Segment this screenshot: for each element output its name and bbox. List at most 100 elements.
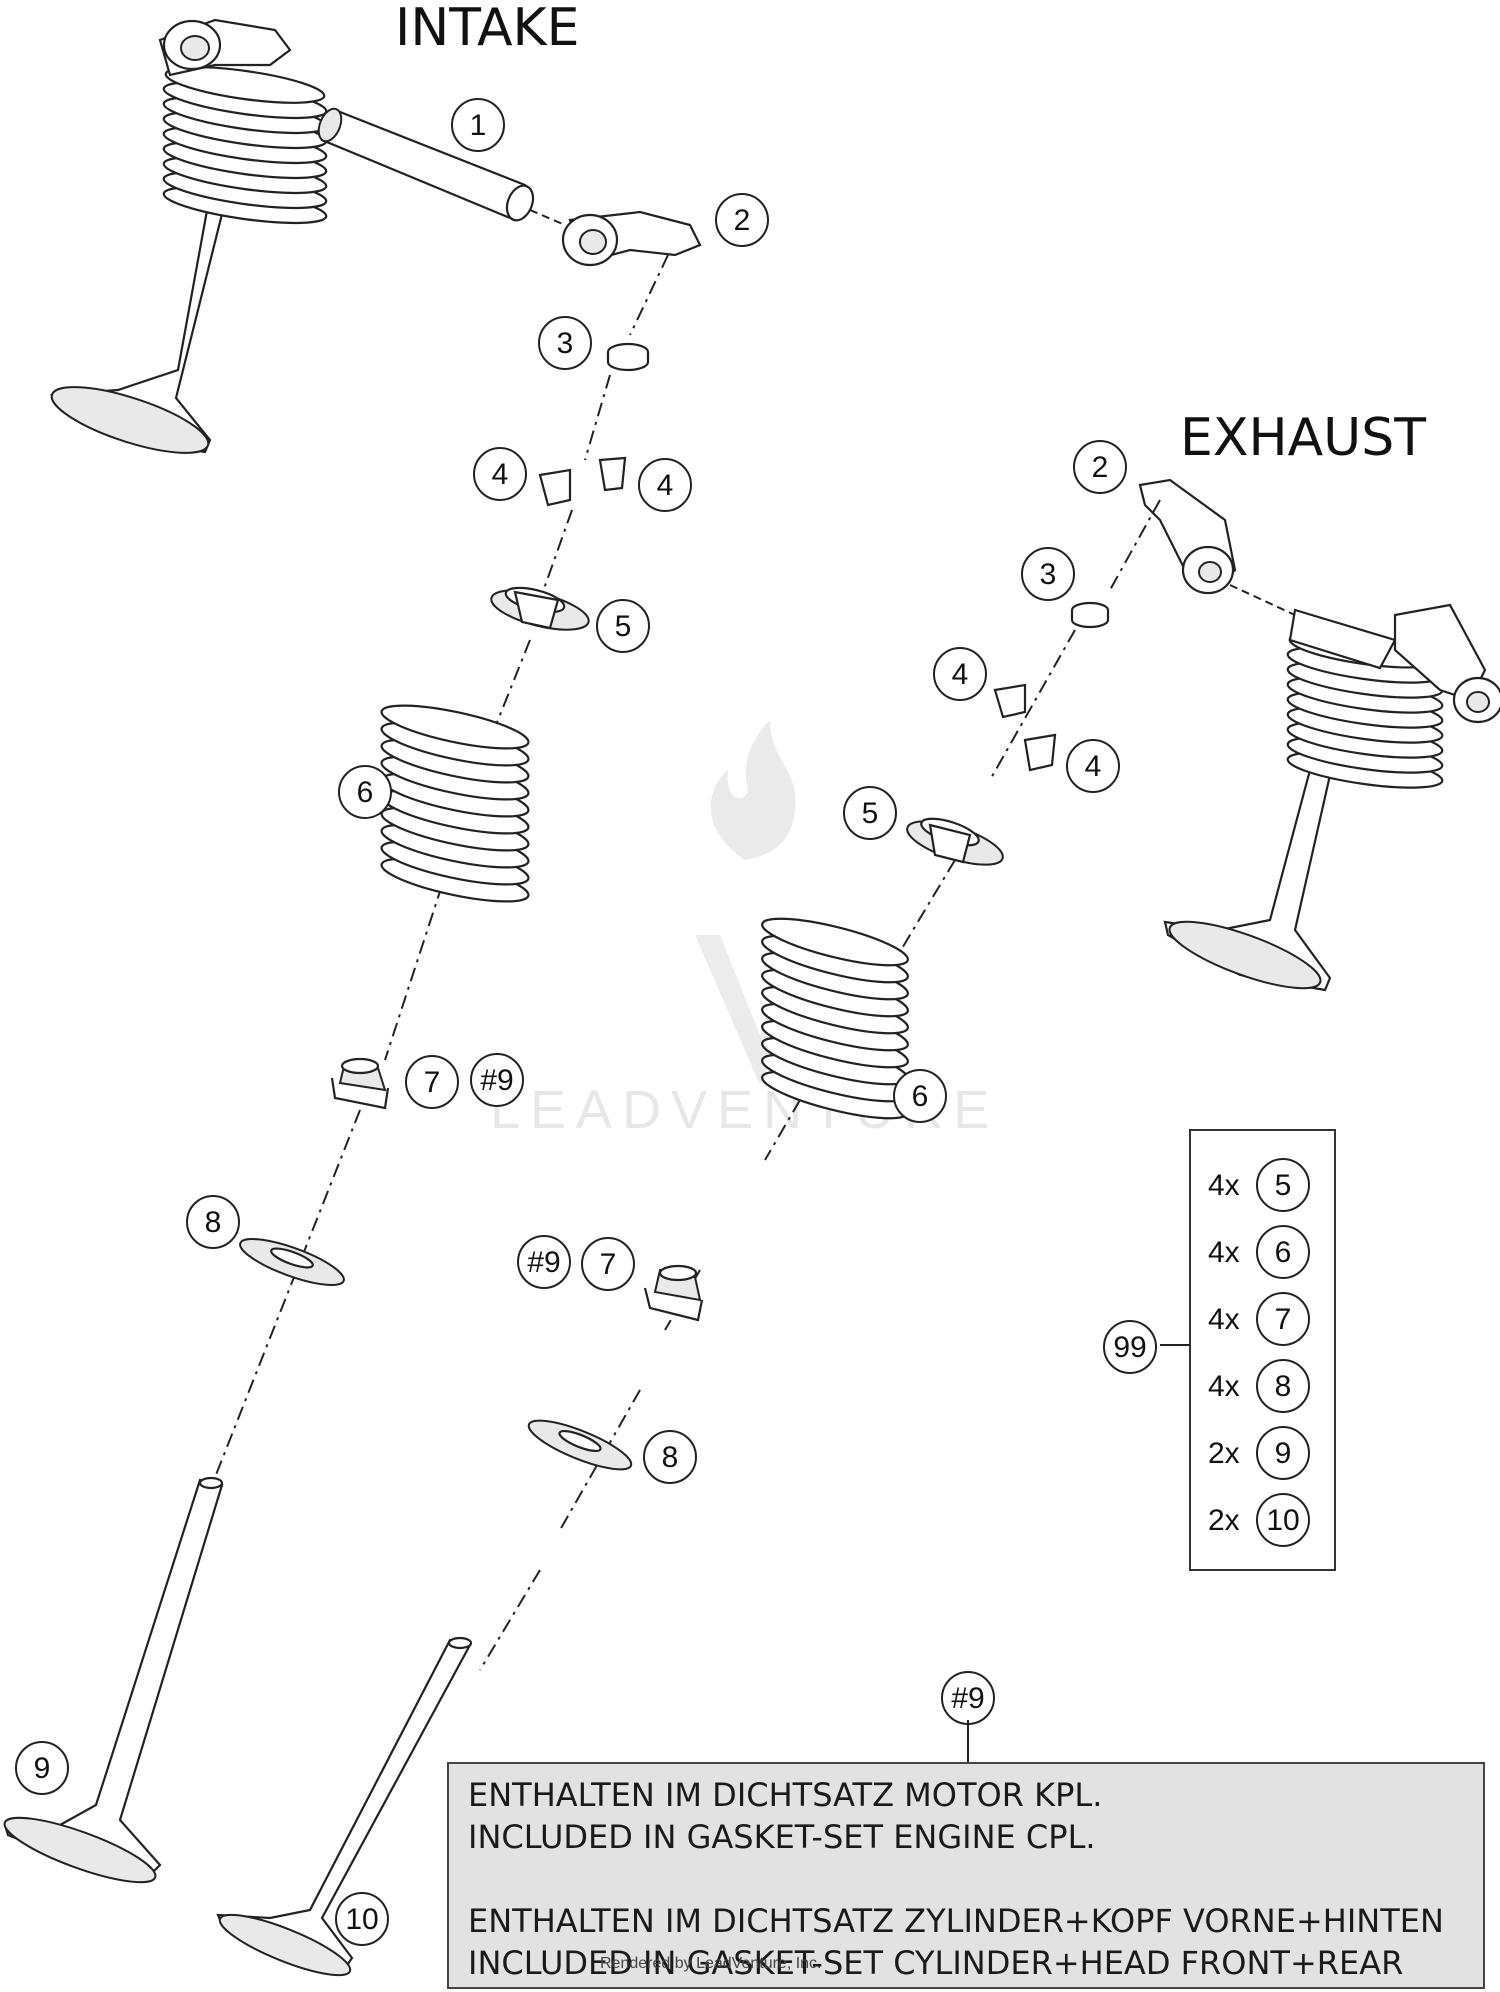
callout-circle: [893, 1069, 947, 1123]
callout-circle: [538, 316, 592, 370]
callout-exhaust-2: 2: [1073, 440, 1127, 494]
callout-label: #9: [480, 1064, 513, 1097]
callout-intake-1: 1: [451, 98, 505, 152]
kit-quantity: 2x: [1208, 1504, 1240, 1537]
callout-circle: [470, 1053, 524, 1107]
render-credit: Rendered by LeadVenture, Inc.: [600, 1955, 822, 1972]
callout-intake-7: 7: [405, 1055, 459, 1109]
callout-exhaust-10: 10: [335, 1892, 389, 1946]
callout-exhaust-6: 6: [893, 1069, 947, 1123]
intake-assembled-spring: [162, 66, 328, 225]
kit-part-circle: [1256, 1158, 1310, 1212]
note-line-4: INCLUDED IN GASKET-SET CYLINDER+HEAD FRO…: [468, 1944, 1403, 1982]
intake-valve: [3, 1476, 224, 1884]
kit-part-circle: [1256, 1225, 1310, 1279]
callout-label: 3: [557, 327, 574, 360]
exhaust-valve-stem-seal-shim: [1070, 601, 1110, 629]
callout-label: 6: [357, 776, 374, 809]
intake-spring-retainer: [490, 586, 590, 631]
rocker-shaft: [317, 107, 535, 222]
callout-circle: [643, 1430, 697, 1484]
kit-row: 2x 9: [1208, 1426, 1310, 1480]
callout-circle: [15, 1741, 69, 1795]
kit-part-number: 7: [1275, 1303, 1292, 1336]
note-line-3: ENTHALTEN IM DICHTSATZ ZYLINDER+KOPF VOR…: [468, 1902, 1444, 1940]
callout-circle: [933, 647, 987, 701]
callout-circle: [843, 786, 897, 840]
callout-circle: [715, 193, 769, 247]
callout-label: 3: [1040, 558, 1057, 591]
callout-intake-5: 5: [596, 599, 650, 653]
callout-intake-4b: 4: [638, 458, 692, 512]
callout-label: 99: [1113, 1331, 1146, 1364]
intake-valve-keepers: [538, 456, 627, 507]
callout-exhaust-3: 3: [1021, 547, 1075, 601]
callout-label: 10: [345, 1903, 378, 1936]
intake-centerline: [209, 254, 669, 1491]
exhaust-valve-spring: [761, 917, 909, 1120]
callout-exhaust-8: 8: [643, 1430, 697, 1484]
callout-intake-9: 9: [15, 1741, 69, 1795]
callout-circle: [638, 458, 692, 512]
callout-label: #9: [951, 1682, 984, 1715]
intake-assembled-valve: [50, 18, 328, 454]
note-line-1: ENTHALTEN IM DICHTSATZ MOTOR KPL.: [468, 1776, 1102, 1814]
kit-row: 4x 7: [1208, 1292, 1310, 1346]
gasket-set-note: ENTHALTEN IM DICHTSATZ MOTOR KPL. INCLUD…: [447, 1720, 1485, 1989]
callout-exhaust-4a: 4: [933, 647, 987, 701]
exhaust-title: EXHAUST: [1180, 408, 1426, 468]
callout-circle: [596, 599, 650, 653]
kit-quantity: 4x: [1208, 1169, 1240, 1202]
exhaust-rocker-arm: [1138, 478, 1237, 595]
callout-circle: [473, 447, 527, 501]
callout-label: 8: [662, 1441, 679, 1474]
callout-circle: [1073, 440, 1127, 494]
kit-part-circle: [1256, 1292, 1310, 1346]
callout-intake-7-ref: #9: [470, 1053, 524, 1107]
exhaust-spring-retainer: [906, 817, 1004, 866]
callout-label: #9: [527, 1246, 560, 1279]
kit-part-circle: [1256, 1359, 1310, 1413]
kit-quantity: 2x: [1208, 1437, 1240, 1470]
callout-exhaust-4b: 4: [1066, 739, 1120, 793]
callout-intake-3: 3: [538, 316, 592, 370]
kit-part-circle: [1256, 1493, 1310, 1547]
callout-circle: [451, 98, 505, 152]
callout-circle: [517, 1235, 571, 1289]
kit-row: 4x 5: [1208, 1158, 1310, 1212]
callout-circle: [338, 765, 392, 819]
callout-label: 9: [34, 1752, 51, 1785]
callout-label: 1: [470, 109, 487, 142]
kit-part-number: 6: [1275, 1236, 1292, 1269]
flame-logo-icon: [710, 720, 796, 860]
exhaust-valve-stem-seal: [643, 1264, 704, 1322]
callout-label: 7: [424, 1066, 441, 1099]
kit-part-number: 9: [1275, 1437, 1292, 1470]
callout-circle: [186, 1195, 240, 1249]
kit-part-number: 8: [1275, 1370, 1292, 1403]
intake-spring-seat-washer: [239, 1238, 345, 1286]
callout-circle: [1103, 1320, 1157, 1374]
exhaust-assembled-valve: [1163, 603, 1500, 992]
callout-exhaust-5: 5: [843, 786, 897, 840]
intake-valve-stem-seal-shim: [606, 342, 650, 372]
callout-label: 5: [862, 797, 879, 830]
note-line-2: INCLUDED IN GASKET-SET ENGINE CPL.: [468, 1818, 1096, 1856]
callout-label: 2: [1092, 451, 1109, 484]
callout-intake-2: 2: [715, 193, 769, 247]
exhaust-valve-keepers: [993, 683, 1057, 772]
intake-valve-spring: [380, 704, 530, 903]
kit-part-number: 5: [1275, 1169, 1292, 1202]
exhaust-spring-seat-washer: [527, 1419, 633, 1471]
callout-circle: [1066, 739, 1120, 793]
callout-circle: [335, 1892, 389, 1946]
kit-quantity: 4x: [1208, 1303, 1240, 1336]
callout-label: 5: [615, 610, 632, 643]
kit-quantity: 4x: [1208, 1370, 1240, 1403]
callout-circle: [405, 1055, 459, 1109]
